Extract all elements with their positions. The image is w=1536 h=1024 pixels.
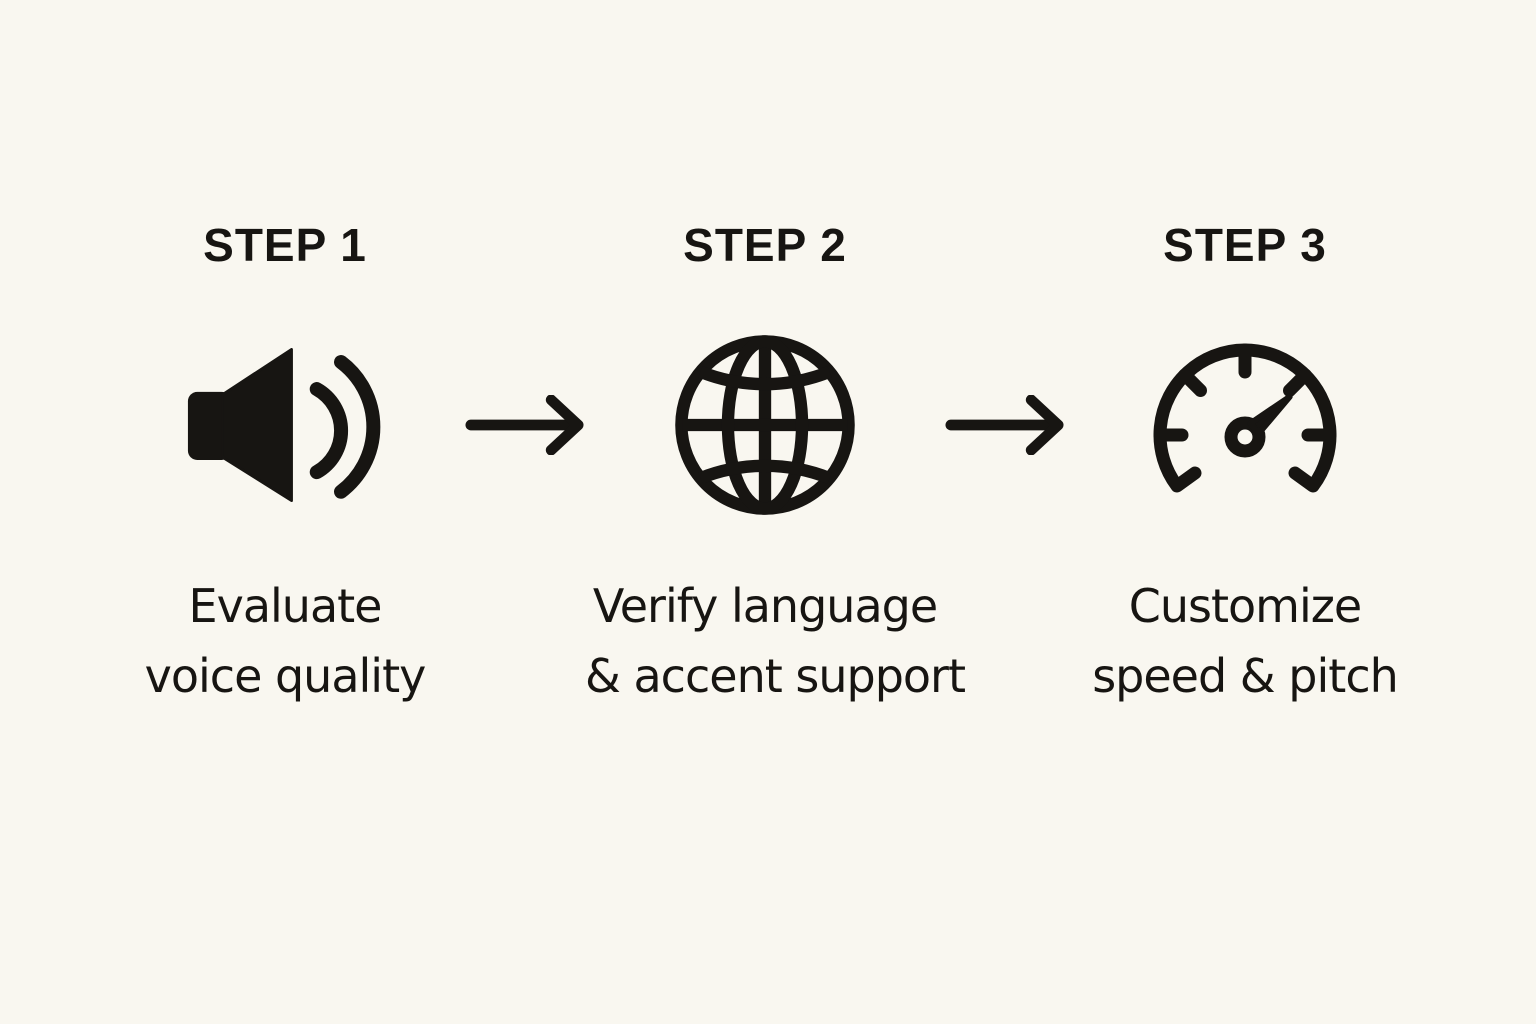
globe-icon bbox=[675, 335, 855, 515]
caption-line: Evaluate bbox=[188, 579, 383, 633]
caption-line: speed & pitch bbox=[1092, 649, 1399, 703]
step-2-label: STEP 2 bbox=[683, 219, 847, 271]
step-2-icon-cell bbox=[585, 285, 945, 565]
caption-line: voice quality bbox=[144, 649, 427, 703]
step-1-icon-cell bbox=[105, 285, 465, 565]
speaker-icon bbox=[187, 348, 381, 502]
caption-line: & accent support bbox=[585, 649, 966, 703]
connector-1 bbox=[465, 285, 585, 565]
step-2-caption: Verify language & accent support bbox=[585, 571, 966, 711]
three-step-diagram: STEP 1 STEP 2 STEP 3 bbox=[105, 219, 1425, 711]
arrow-right-icon bbox=[465, 395, 584, 455]
step-3-label: STEP 3 bbox=[1163, 219, 1327, 271]
step-1-label: STEP 1 bbox=[203, 219, 367, 271]
arrow-right-icon bbox=[945, 395, 1064, 455]
step-3-icon-cell bbox=[1065, 285, 1425, 565]
connector-2 bbox=[945, 285, 1065, 565]
step-1-caption: Evaluate voice quality bbox=[105, 571, 465, 711]
step-3-caption: Customize speed & pitch bbox=[1065, 571, 1425, 711]
speedometer-icon bbox=[1153, 343, 1337, 492]
caption-line: Verify language bbox=[592, 579, 938, 633]
caption-line: Customize bbox=[1128, 579, 1362, 633]
